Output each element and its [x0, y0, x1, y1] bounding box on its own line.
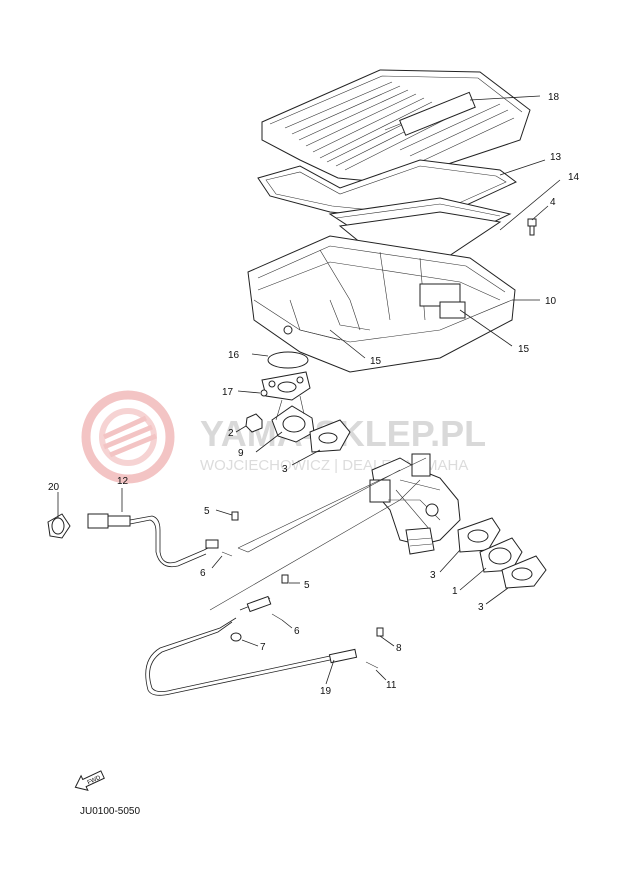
callout-9: 11 — [386, 680, 397, 691]
choke-cable-18 — [87, 513, 219, 568]
callout-7: 7 — [260, 642, 266, 653]
fwd-arrow-icon: FWD — [74, 770, 105, 792]
screw-8 — [376, 627, 384, 637]
callout-13: 14 — [568, 172, 580, 183]
nut-17 — [260, 389, 268, 397]
callout-11: 18 — [548, 92, 560, 103]
gasket-3-lower — [501, 555, 547, 589]
spacer-1 — [479, 537, 523, 573]
air-box — [247, 235, 516, 373]
clip-6-lower — [271, 613, 283, 621]
choke-knob-20 — [47, 513, 71, 539]
bolt-4 — [527, 218, 537, 236]
callout-19: 19 — [320, 686, 332, 697]
fwd-label: FWD — [87, 775, 103, 786]
callout-3-upper: 3 — [282, 464, 288, 475]
callout-5-upper: 5 — [204, 506, 210, 517]
carburetor-joint-14 — [261, 371, 315, 443]
callout-14: 9 — [238, 448, 244, 459]
clip-6-upper — [221, 551, 233, 557]
clip-9 — [365, 661, 379, 669]
throttle-cable-19 — [145, 595, 358, 696]
callout-17: 17 — [222, 387, 234, 398]
gasket-3-upper — [309, 419, 351, 453]
callout-15-right: 15 — [518, 344, 530, 355]
callout-15-left: 15 — [370, 356, 382, 367]
callout-6-lower: 6 — [294, 626, 300, 637]
o-ring-16 — [267, 351, 309, 369]
air-cleaner-cover — [261, 69, 531, 183]
callout-5-lower: 5 — [304, 580, 310, 591]
callout-2: 2 — [228, 428, 234, 439]
carburetor — [369, 453, 461, 555]
callout-12: 13 — [550, 152, 562, 163]
callout-10: 10 — [545, 296, 557, 307]
callout-16: 16 — [228, 350, 240, 361]
screw-5-upper — [231, 511, 239, 521]
washer-7 — [230, 632, 242, 642]
callout-8: 8 — [396, 643, 402, 654]
callout-3-lower: 3 — [478, 602, 484, 613]
callout-20: 20 — [48, 482, 60, 493]
gasket-3-mid — [457, 517, 501, 553]
screw-5-lower — [281, 574, 289, 584]
diagram-code: JU0100-5050 — [80, 806, 141, 817]
callout-4: 4 — [550, 197, 556, 208]
callout-3-mid: 3 — [430, 570, 436, 581]
callout-6-upper: 6 — [200, 568, 206, 579]
callout-1: 1 — [452, 586, 458, 597]
watermark-logo-icon — [81, 390, 175, 484]
callout-18: 12 — [117, 476, 129, 487]
